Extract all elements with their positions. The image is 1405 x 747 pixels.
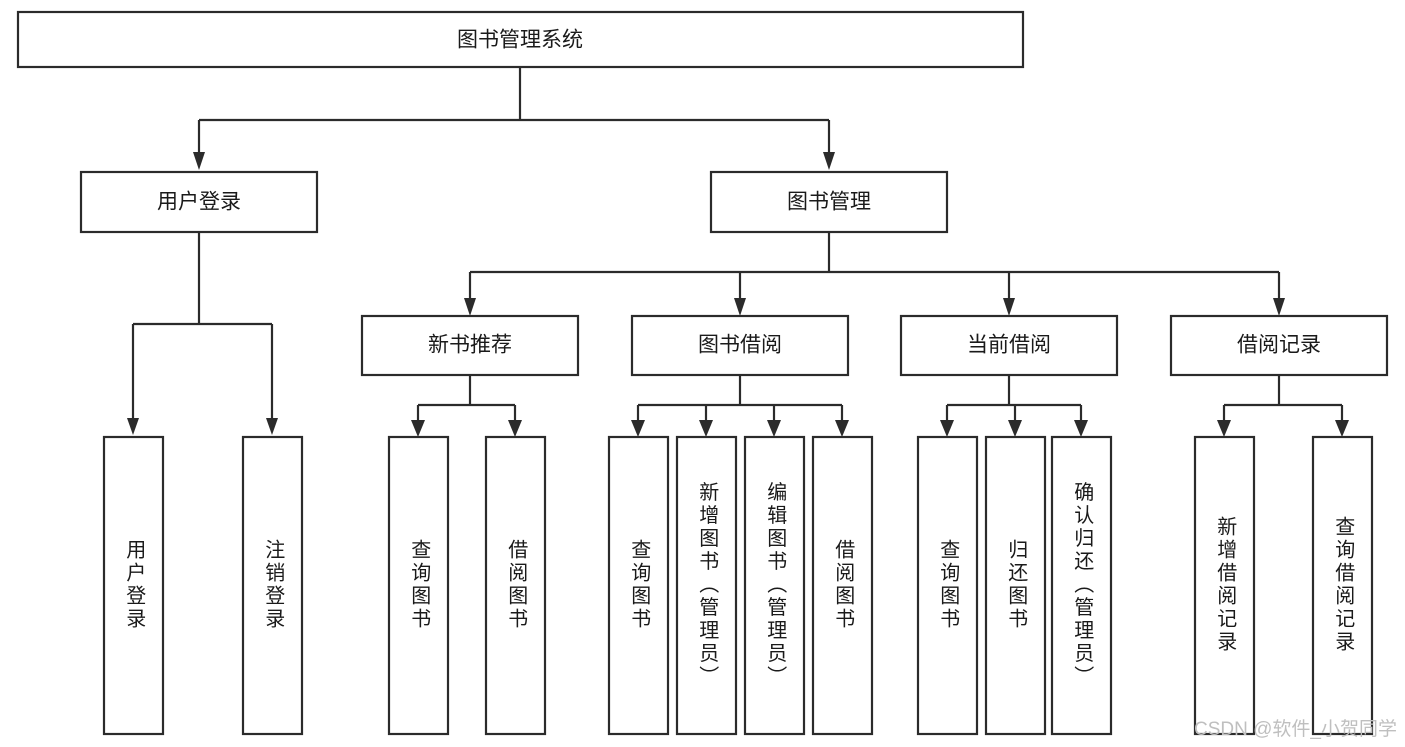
leaf-current-borrow-return-box[interactable] <box>984 435 1047 736</box>
watermark: CSDN @软件_小贺同学 <box>1194 719 1397 740</box>
leaf-new-book-borrow-box[interactable] <box>484 435 547 736</box>
leaf-book-borrow-add[interactable]: 新增图书（管理员） <box>675 435 738 736</box>
node-current-borrow-box[interactable] <box>899 314 1119 377</box>
arrow-book-borrow-leaf2 <box>699 420 713 437</box>
leaf-book-borrow-edit-box[interactable] <box>743 435 806 736</box>
leaf-user-login-logout-label: 注销登录 <box>262 539 285 631</box>
node-new-book-recommend[interactable]: 新书推荐 <box>360 314 580 377</box>
arrow-book-borrow-leaf1 <box>631 420 645 437</box>
arrow-current-borrow-leaf3 <box>1074 420 1088 437</box>
leaf-current-borrow-confirm-box[interactable] <box>1050 435 1113 736</box>
node-user-login-label: 用户登录 <box>157 191 241 214</box>
leaf-user-login-login-box[interactable] <box>102 435 165 736</box>
arrow-borrow-records-leaf2 <box>1335 420 1349 437</box>
leaf-new-book-borrow[interactable]: 借阅图书 <box>484 435 547 736</box>
leaf-current-borrow-return[interactable]: 归还图书 <box>984 435 1047 736</box>
arrow-current-borrow-leaf2 <box>1008 420 1022 437</box>
leaf-current-borrow-return-label: 归还图书 <box>1005 539 1028 631</box>
leaf-borrow-records-add-label: 新增借阅记录 <box>1214 516 1237 654</box>
leaf-book-borrow-query-label: 查询图书 <box>628 539 651 631</box>
node-book-manage-box[interactable] <box>709 170 949 234</box>
arrow-to-current-borrow <box>1003 298 1015 316</box>
node-book-borrow-label: 图书借阅 <box>698 334 782 357</box>
arrow-new-book-leaf2 <box>508 420 522 437</box>
leaf-book-borrow-borrow-label: 借阅图书 <box>832 539 855 631</box>
arrow-to-book-manage <box>823 152 835 170</box>
leaf-book-borrow-edit[interactable]: 编辑图书（管理员） <box>743 435 806 736</box>
leaf-borrow-records-add[interactable]: 新增借阅记录 <box>1193 435 1256 736</box>
leaf-borrow-records-query[interactable]: 查询借阅记录 <box>1311 435 1374 736</box>
arrow-current-borrow-leaf1 <box>940 420 954 437</box>
leaf-book-borrow-add-label: 新增图书（管理员） <box>696 481 719 688</box>
leaf-book-borrow-add-box[interactable] <box>675 435 738 736</box>
arrow-book-borrow-leaf3 <box>767 420 781 437</box>
node-book-manage-label: 图书管理 <box>787 191 871 214</box>
node-book-borrow-box[interactable] <box>630 314 850 377</box>
arrow-book-borrow-leaf4 <box>835 420 849 437</box>
leaf-current-borrow-confirm-label: 确认归还（管理员） <box>1071 481 1094 688</box>
arrow-user-login-leaf2 <box>266 418 278 435</box>
node-root-label: 图书管理系统 <box>457 29 583 52</box>
leaf-borrow-records-query-label: 查询借阅记录 <box>1332 516 1355 654</box>
node-user-login-box[interactable] <box>79 170 319 234</box>
leaf-borrow-records-query-box[interactable] <box>1311 435 1374 736</box>
leaf-user-login-logout[interactable]: 注销登录 <box>241 435 304 736</box>
leaf-new-book-query[interactable]: 查询图书 <box>387 435 450 736</box>
node-new-book-recommend-box[interactable] <box>360 314 580 377</box>
leaf-borrow-records-add-box[interactable] <box>1193 435 1256 736</box>
node-new-book-recommend-label: 新书推荐 <box>428 334 512 357</box>
arrow-to-book-borrow <box>734 298 746 316</box>
node-book-borrow[interactable]: 图书借阅 <box>630 314 850 377</box>
leaf-user-login-logout-box[interactable] <box>241 435 304 736</box>
node-root-system[interactable]: 图书管理系统 <box>16 10 1025 69</box>
leaf-book-borrow-edit-label: 编辑图书（管理员） <box>764 481 787 688</box>
leaf-user-login-login[interactable]: 用户登录 <box>102 435 165 736</box>
node-root-box[interactable] <box>16 10 1025 69</box>
arrow-borrow-records-leaf1 <box>1217 420 1231 437</box>
node-book-manage[interactable]: 图书管理 <box>709 170 949 234</box>
arrow-to-borrow-records <box>1273 298 1285 316</box>
leaf-current-borrow-query-label: 查询图书 <box>937 539 960 631</box>
leaf-book-borrow-borrow[interactable]: 借阅图书 <box>811 435 874 736</box>
arrow-user-login-leaf1 <box>127 418 139 435</box>
leaf-book-borrow-query-box[interactable] <box>607 435 670 736</box>
leaf-book-borrow-borrow-box[interactable] <box>811 435 874 736</box>
node-borrow-records-label: 借阅记录 <box>1237 334 1321 357</box>
node-current-borrow[interactable]: 当前借阅 <box>899 314 1119 377</box>
leaf-book-borrow-query[interactable]: 查询图书 <box>607 435 670 736</box>
leaf-current-borrow-confirm[interactable]: 确认归还（管理员） <box>1050 435 1113 736</box>
node-current-borrow-label: 当前借阅 <box>967 334 1051 357</box>
node-borrow-records-box[interactable] <box>1169 314 1389 377</box>
arrow-new-book-leaf1 <box>411 420 425 437</box>
arrow-to-new-book <box>464 298 476 316</box>
arrow-to-user-login <box>193 152 205 170</box>
leaf-current-borrow-query-box[interactable] <box>916 435 979 736</box>
node-borrow-records[interactable]: 借阅记录 <box>1169 314 1389 377</box>
leaf-new-book-borrow-label: 借阅图书 <box>505 539 528 631</box>
leaf-new-book-query-box[interactable] <box>387 435 450 736</box>
leaf-current-borrow-query[interactable]: 查询图书 <box>916 435 979 736</box>
connectors <box>127 67 1349 437</box>
node-user-login[interactable]: 用户登录 <box>79 170 319 234</box>
leaf-user-login-login-label: 用户登录 <box>123 539 146 631</box>
leaf-new-book-query-label: 查询图书 <box>408 539 431 631</box>
